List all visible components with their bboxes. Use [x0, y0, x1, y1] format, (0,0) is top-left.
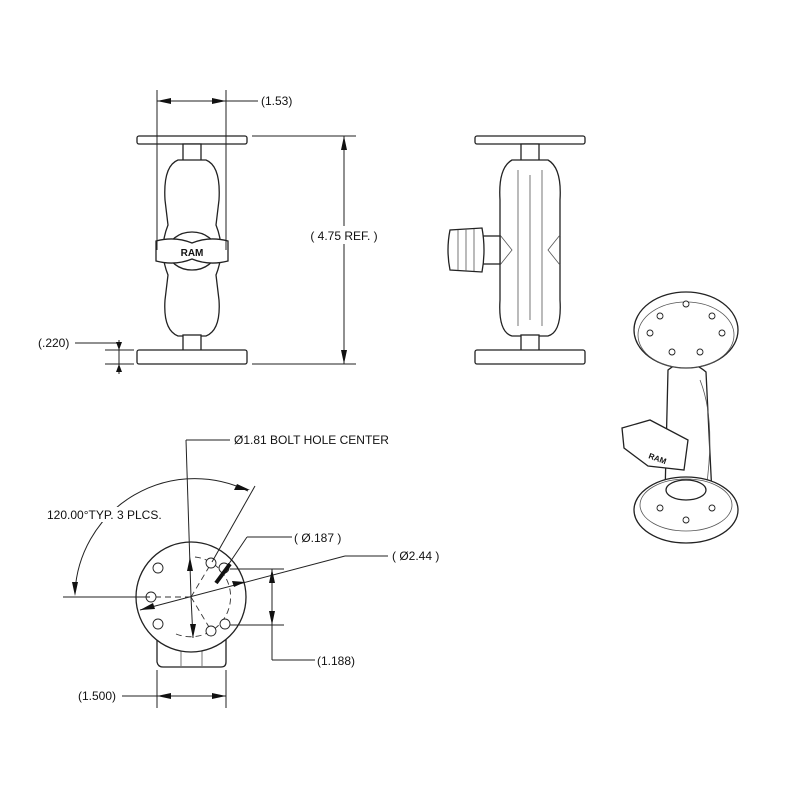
side-view [447, 135, 586, 365]
front-view: RAM (1.53) ( 4.75 REF. ) (.220) [38, 90, 388, 374]
plate-diameter-dimension: ( Ø2.44 ) [392, 549, 439, 563]
knob-width-dimension: (1.500) [78, 689, 116, 703]
width-dimension: (1.53) [261, 94, 292, 108]
bolt-hole-center-dimension: Ø1.81 BOLT HOLE CENTER [234, 433, 389, 447]
angle-dimension: 120.00°TYP. 3 PLCS. [47, 508, 162, 522]
ram-logo: RAM [181, 248, 204, 259]
plate-thickness-dimension: (.220) [38, 336, 69, 350]
iso-view: RAM [621, 291, 739, 544]
offset-dimension: (1.188) [317, 654, 355, 668]
bottom-view: Ø1.81 BOLT HOLE CENTER 120.00°TYP. 3 PLC… [45, 433, 439, 708]
hole-diameter-dimension: ( Ø.187 ) [294, 531, 341, 545]
height-dimension: ( 4.75 REF. ) [310, 229, 377, 243]
